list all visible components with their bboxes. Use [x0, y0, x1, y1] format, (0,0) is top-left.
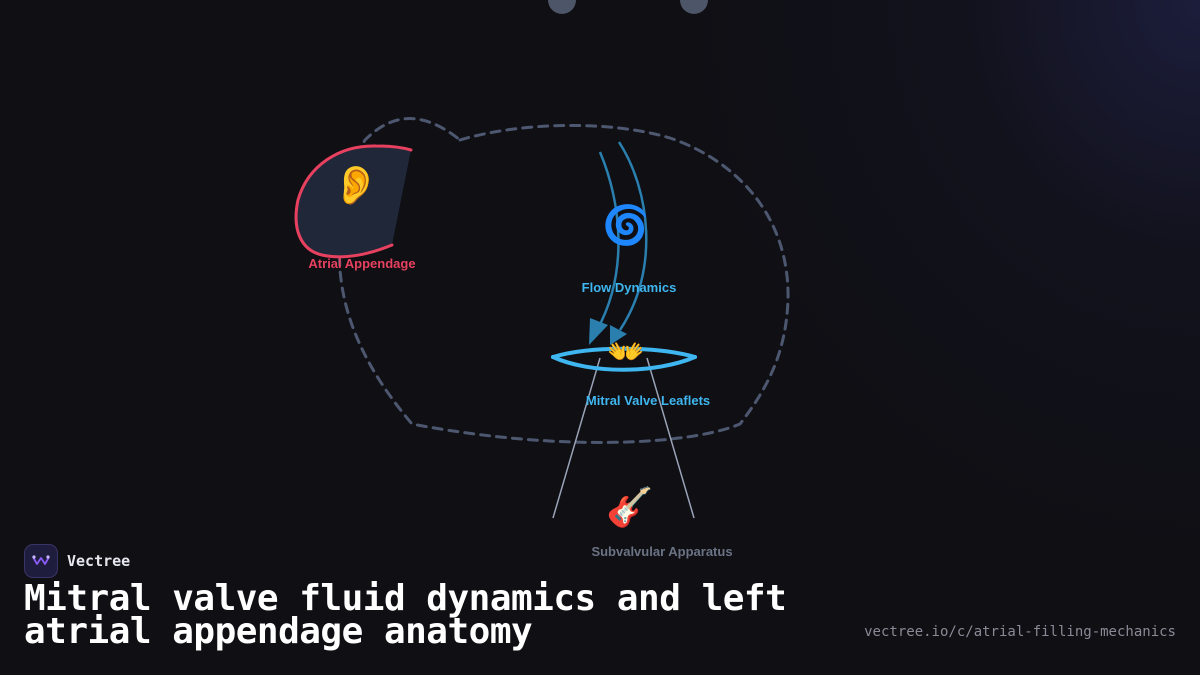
flow-arrow-right-head [610, 325, 627, 345]
chorda-right [646, 357, 695, 519]
brand-name: Vectree [67, 552, 131, 570]
vectree-logo-icon [24, 544, 58, 578]
chorda-left [552, 357, 601, 519]
page-title: Mitral valve fluid dynamics and left atr… [24, 578, 787, 652]
mitral-valve-leaflets-label: Mitral Valve Leaflets [586, 393, 710, 408]
pulmonary-vein-left [548, 0, 576, 14]
atrial-appendage-label: Atrial Appendage [308, 256, 415, 271]
flow-arrow-right [617, 141, 648, 331]
guitar-icon: 🎸 [606, 485, 653, 530]
pulmonary-vein-right [680, 0, 708, 14]
flow-arrow-left [595, 151, 620, 331]
subvalvular-apparatus-label: Subvalvular Apparatus [591, 544, 732, 559]
source-url[interactable]: vectree.io/c/atrial-filling-mechanics [864, 624, 1176, 640]
cyclone-icon: 🌀 [602, 202, 649, 247]
ear-icon: 👂 [332, 163, 379, 207]
mitral-leaflet-upper [551, 346, 697, 359]
brand: Vectree [24, 544, 130, 578]
flow-arrow-left-head [589, 318, 608, 345]
flow-dynamics-label: Flow Dynamics [582, 280, 677, 295]
atrial-appendage-shape [296, 145, 411, 257]
atrial-appendage-outline [294, 144, 413, 259]
mitral-leaflet-lower [551, 355, 697, 372]
open-hands-icon: 👐 [607, 335, 644, 370]
